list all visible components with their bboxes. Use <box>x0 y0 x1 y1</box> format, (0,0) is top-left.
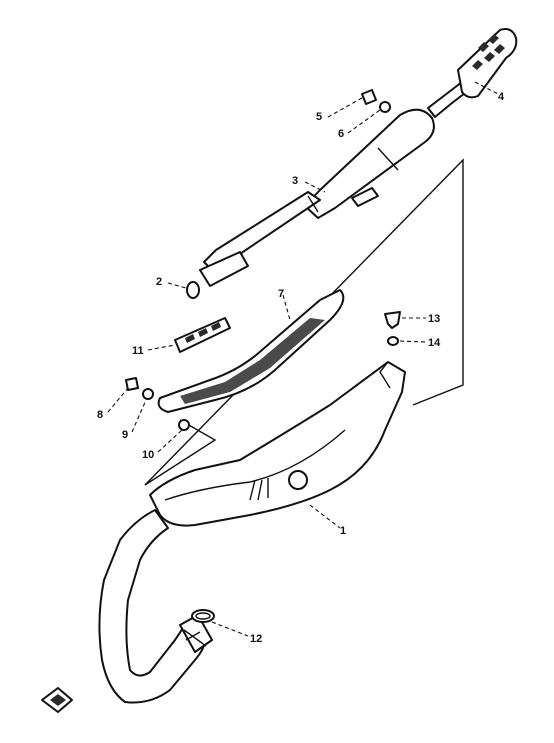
callout-8: 8 <box>97 409 103 421</box>
leader-8 <box>107 387 129 413</box>
callout-5: 5 <box>316 111 322 123</box>
leader-11 <box>147 344 176 351</box>
leader-2 <box>167 282 187 289</box>
leader-3 <box>304 181 326 193</box>
leader-10 <box>157 429 183 453</box>
small-plate-part-11 <box>174 317 231 353</box>
leader-1 <box>309 504 341 529</box>
callout-7: 7 <box>278 288 284 300</box>
callout-13: 13 <box>428 313 440 325</box>
direction-arrow-icon <box>41 687 73 713</box>
callout-9: 9 <box>122 429 128 441</box>
bolt-part-5 <box>361 89 377 105</box>
washer-part-9 <box>142 388 154 400</box>
callout-11: 11 <box>132 345 144 357</box>
washer-part-14 <box>387 336 399 346</box>
washer-part-6 <box>379 101 391 113</box>
bolt-part-8 <box>125 377 139 391</box>
silencer-pipe-part <box>199 108 435 287</box>
leader-4 <box>474 81 501 96</box>
leader-14 <box>399 340 427 343</box>
bolt-part-13 <box>384 311 401 329</box>
callout-10: 10 <box>142 449 154 461</box>
callout-1: 1 <box>340 525 346 537</box>
callout-6: 6 <box>338 128 344 140</box>
tail-pipe-part <box>427 28 518 118</box>
grommet-part-10 <box>178 419 190 431</box>
leader-5 <box>327 97 363 118</box>
assembly-boundary-left <box>144 419 217 486</box>
leader-6 <box>347 109 381 134</box>
callout-2: 2 <box>156 276 162 288</box>
callout-14: 14 <box>428 337 441 349</box>
leader-12 <box>211 621 249 637</box>
leader-9 <box>131 399 147 433</box>
callout-4: 4 <box>498 91 505 103</box>
callout-12: 12 <box>250 633 262 645</box>
heat-shield-part-7 <box>157 289 345 413</box>
exhaust-gasket-part-12 <box>191 609 215 623</box>
gasket-part-2 <box>186 281 200 299</box>
leader-7 <box>282 294 291 321</box>
expansion-chamber-part-1 <box>98 361 406 704</box>
callout-3: 3 <box>292 175 298 187</box>
